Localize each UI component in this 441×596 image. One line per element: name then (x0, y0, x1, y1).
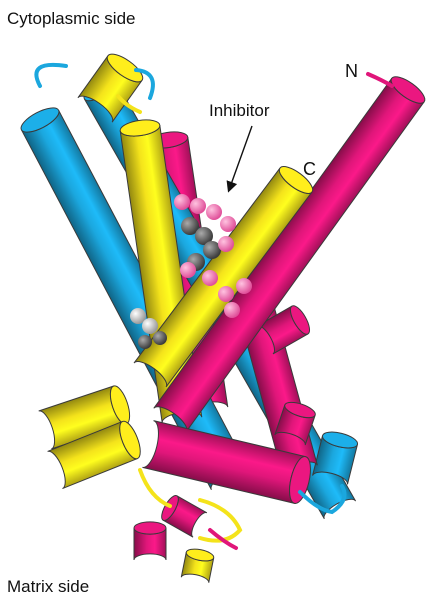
inhibitor-pointer-arrow (229, 126, 252, 190)
cyan-loop-top (36, 65, 66, 86)
yellow-helix-bottom (181, 547, 214, 583)
magenta-helix-bottom-b (134, 522, 166, 560)
yellow-loop-bottom (200, 500, 240, 541)
helices-layer (18, 49, 429, 582)
atom (180, 262, 196, 278)
atom (174, 194, 190, 210)
atom (224, 302, 240, 318)
yellow-loop-left (140, 470, 170, 506)
atom (190, 198, 206, 214)
n-terminal-loop (368, 74, 392, 86)
atom (218, 236, 234, 252)
atom (206, 204, 222, 220)
atom (218, 286, 234, 302)
magenta-helix-bottom-b-cap (134, 522, 166, 534)
atom (138, 335, 152, 349)
atom (153, 331, 167, 345)
atom (220, 216, 236, 232)
atom (236, 278, 252, 294)
atom (202, 270, 218, 286)
atom (142, 318, 158, 334)
